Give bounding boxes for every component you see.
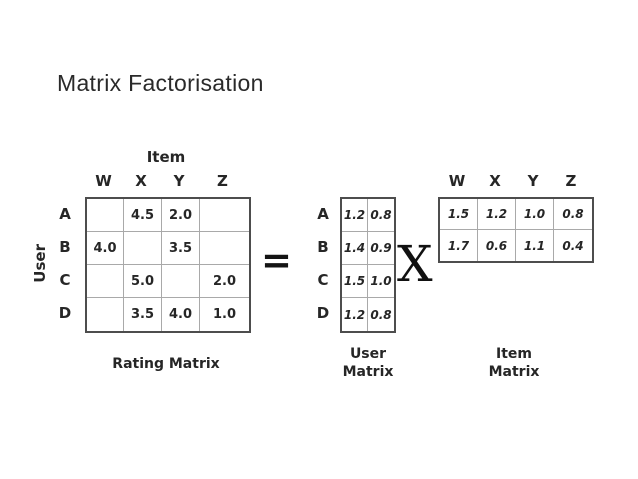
user-matrix-caption-line: Matrix: [342, 364, 394, 380]
user-matrix-cell: 0.9: [368, 232, 394, 265]
item-col-header: Y: [527, 172, 539, 190]
item-matrix-cell: 0.4: [562, 238, 584, 253]
item-matrix-cell: 0.8: [554, 199, 592, 230]
rating-matrix-left-axis-label: User: [31, 244, 49, 283]
rating-matrix-cell: 2.0: [162, 199, 200, 232]
item-matrix-caption-line: Item: [496, 346, 532, 362]
rating-col-header: Y: [173, 172, 185, 190]
user-matrix-cell: 1.2: [342, 298, 368, 331]
user-matrix-grid: 1.2 0.8 1.4 0.9 1.5 1.0 1.2 0.8: [340, 197, 396, 333]
multiply-operator: X: [397, 235, 433, 293]
rating-row-header: B: [59, 237, 71, 256]
item-matrix-cell: 1.0: [516, 199, 554, 230]
rating-matrix-cell: 4.0: [162, 298, 200, 331]
rating-matrix-cell: [87, 265, 124, 298]
item-matrix-cell: 1.5: [440, 199, 478, 230]
user-matrix-cell: 1.0: [368, 265, 394, 298]
rating-matrix-grid: 4.5 2.0 4.0 3.5 5.0 2.0 3.5 4.0 1.0: [85, 197, 251, 333]
item-matrix-grid: 1.5 1.2 1.0 0.8 1.7 0.6 1.1 0.4: [438, 197, 594, 263]
item-col-header: Z: [565, 172, 577, 190]
rating-col-header: Z: [217, 172, 228, 190]
rating-matrix-cell: 5.0: [124, 265, 162, 298]
user-matrix-cell: 1.4: [342, 232, 368, 265]
slide-title: Matrix Factorisation: [57, 70, 264, 96]
rating-matrix-top-axis-label: Item: [146, 148, 186, 166]
rating-col-header: W: [95, 172, 112, 190]
rating-matrix-cell: [124, 232, 162, 265]
rating-matrix-row-headers: A B C D: [52, 197, 78, 329]
rating-matrix-cell: [200, 199, 249, 232]
user-matrix-cell: 1.5: [342, 265, 368, 298]
rating-row-header: D: [58, 303, 72, 322]
user-matrix-cell: 0.8: [370, 307, 392, 322]
rating-matrix-caption: Rating Matrix: [112, 356, 220, 372]
rating-col-header: X: [135, 172, 147, 190]
rating-matrix-cell: [87, 298, 124, 331]
item-col-header: X: [489, 172, 501, 190]
rating-matrix-column-headers: W X Y Z: [85, 172, 247, 190]
user-row-header: B: [317, 237, 329, 256]
user-row-header: D: [316, 303, 330, 322]
rating-matrix-cell: [162, 265, 200, 298]
rating-matrix-cell: 4.5: [124, 199, 162, 232]
rating-matrix-cell: [87, 199, 124, 232]
rating-matrix-cell: 4.0: [87, 232, 124, 265]
item-matrix-caption: Item Matrix: [464, 345, 564, 381]
rating-matrix-cell: 3.5: [124, 298, 162, 331]
user-matrix-cell: 1.2: [342, 199, 368, 232]
rating-row-header: C: [59, 270, 71, 289]
user-matrix-row-headers: A B C D: [312, 197, 334, 329]
item-matrix-cell: 1.1: [516, 230, 554, 261]
item-matrix-caption-line: Matrix: [488, 364, 540, 380]
rating-matrix-cell: 3.5: [162, 232, 200, 265]
rating-row-header: A: [59, 204, 71, 223]
user-row-header: C: [317, 270, 329, 289]
user-row-header: A: [317, 204, 329, 223]
rating-matrix-cell: [200, 232, 249, 265]
item-matrix-cell: 1.7: [440, 230, 478, 261]
user-matrix-caption-line: User: [349, 346, 387, 362]
item-matrix-cell: 1.2: [478, 199, 516, 230]
item-matrix-column-headers: W X Y Z: [438, 172, 590, 190]
equals-operator: =: [261, 239, 293, 282]
item-col-header: W: [448, 172, 466, 190]
user-matrix-caption: User Matrix: [318, 345, 418, 381]
item-matrix-cell: 0.6: [478, 230, 516, 261]
user-matrix-cell: 0.8: [368, 199, 394, 232]
rating-matrix-cell: 1.0: [212, 307, 237, 322]
rating-matrix-cell: 2.0: [200, 265, 249, 298]
